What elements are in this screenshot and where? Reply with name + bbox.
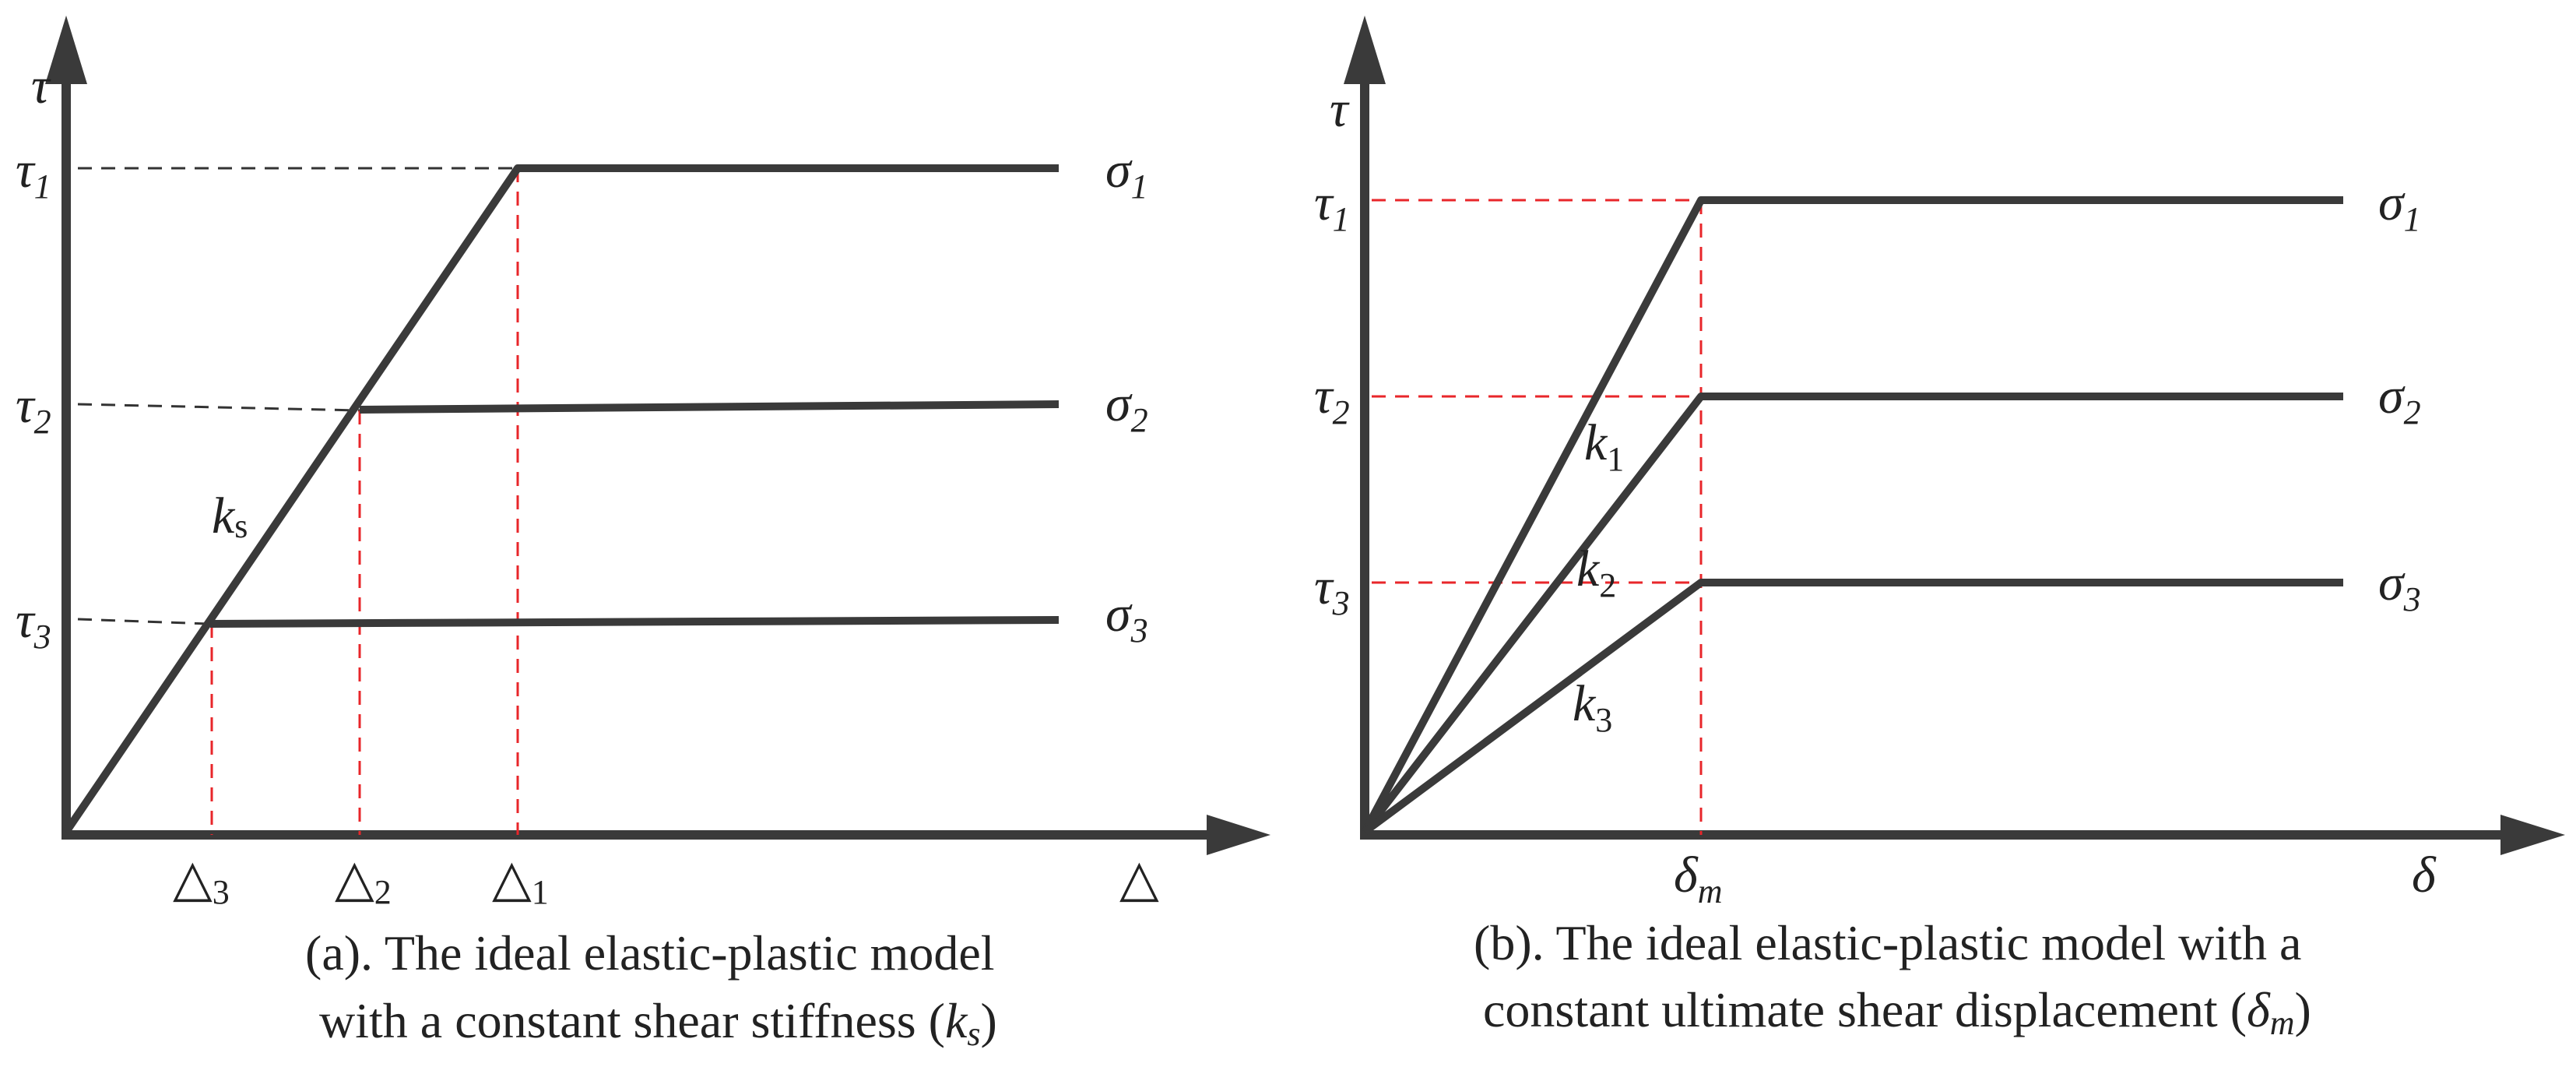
panel-a-delta2-label: △2 — [335, 850, 392, 911]
panel-a-tau3-label: τ3 — [16, 592, 51, 656]
panel-b-sigma3-label: σ3 — [2378, 555, 2421, 618]
panel-a-tau2-label: τ2 — [16, 377, 51, 441]
panel-b-tau1-label: τ1 — [1314, 174, 1350, 238]
panel-b-caption-line1: (b). The ideal elastic-plastic model wit… — [1474, 915, 2301, 970]
panel-b-y-axis-arrow — [1344, 16, 1386, 84]
panel-b-curve-sigma3 — [1362, 579, 2343, 836]
panel-b-k3-label: k3 — [1573, 675, 1612, 739]
panel-a-curve-sigma1 — [62, 164, 1059, 834]
panel-a-sigma3-label: σ3 — [1105, 586, 1148, 650]
panel-b-sigma2-label: σ2 — [2378, 368, 2421, 431]
panel-a-caption-line2: with a constant shear stiffness (ks) — [319, 993, 997, 1053]
panel-a-sigma2-label: σ2 — [1105, 375, 1148, 439]
panel-a-tau1-label: τ1 — [16, 142, 51, 206]
panel-b-curve-sigma1 — [1361, 196, 2343, 834]
panel-b-k1-label: k1 — [1584, 414, 1624, 478]
panel-a-delta1-label: △1 — [492, 850, 549, 911]
panel-b-delta-m-label: δm — [1674, 847, 1722, 910]
panel-a-tau2-guide — [77, 403, 360, 412]
panel-a-tau3-guide — [77, 618, 209, 625]
panel-b-x-axis-arrow — [2500, 815, 2565, 855]
panel-a-curve-sigma2 — [359, 400, 1060, 414]
panel-b-x-axis-label: δ — [2412, 847, 2437, 903]
panel-a-y-axis-arrow — [45, 16, 87, 84]
panel-a: τ τ1 τ2 τ3 σ1 σ2 σ3 ks △3 △2 △1 △ (a). T… — [16, 16, 1270, 1053]
panel-a-sigma1-label: σ1 — [1105, 142, 1148, 206]
panel-b-y-axis-label: τ — [1330, 81, 1350, 138]
panel-b: τ τ1 τ2 τ3 σ1 σ2 σ3 k1 k2 k3 δm δ (b). T… — [1314, 16, 2565, 1042]
panel-b-tau2-label: τ2 — [1314, 368, 1350, 431]
panel-a-caption-line1: (a). The ideal elastic-plastic model — [305, 925, 995, 981]
panel-a-delta3-label: △3 — [173, 850, 230, 911]
panel-b-k2-label: k2 — [1576, 541, 1616, 604]
panel-b-caption-line2: constant ultimate shear displacement (δm… — [1483, 982, 2311, 1042]
panel-a-x-axis-label: △ — [1119, 850, 1159, 907]
panel-a-curve-sigma3 — [209, 616, 1060, 628]
panel-a-x-axis-arrow — [1207, 815, 1270, 855]
panel-b-tau3-label: τ3 — [1314, 558, 1350, 622]
panel-b-sigma1-label: σ1 — [2378, 174, 2421, 238]
panel-a-y-axis-label: τ — [31, 58, 51, 114]
panel-b-curve-sigma2 — [1362, 393, 2343, 835]
panel-a-slope-label: ks — [212, 488, 248, 545]
